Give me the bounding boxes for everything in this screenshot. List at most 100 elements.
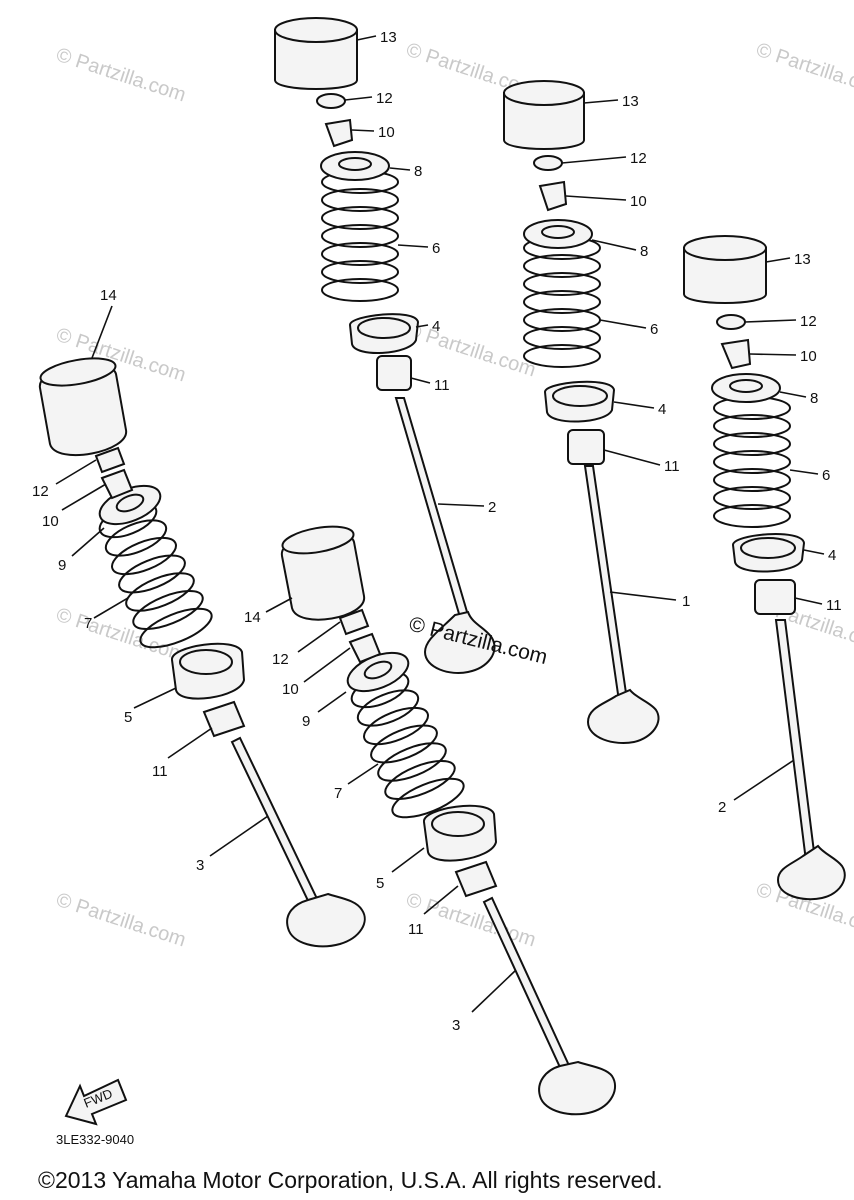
valve-lifter: [274, 29, 358, 90]
callout-12: 12: [376, 90, 393, 107]
callout-11: 11: [826, 597, 842, 614]
valve-lifter: [683, 235, 767, 261]
valve-stem: [230, 736, 322, 911]
watermark: © Partzilla.com: [53, 604, 188, 667]
callout-12: 12: [800, 313, 817, 330]
callout-8: 8: [640, 243, 648, 260]
valve-stem-seal: [567, 429, 605, 465]
valve-head: [423, 610, 496, 674]
callout-10: 10: [282, 681, 299, 698]
callout-10: 10: [800, 348, 817, 365]
valve-shim: [533, 155, 563, 171]
valve-cotter: [720, 338, 752, 370]
valve-stem-seal: [454, 860, 498, 898]
callout-9: 9: [302, 713, 310, 730]
valve-lifter: [503, 92, 585, 150]
valve-cotter: [348, 632, 382, 664]
watermark: © Partzilla.com: [53, 889, 188, 952]
callout-12: 12: [630, 150, 647, 167]
valve-shim: [338, 608, 370, 636]
valve-lifter: [683, 247, 767, 304]
callout-4: 4: [658, 401, 666, 418]
callout-6: 6: [650, 321, 658, 338]
valve-lifter: [503, 80, 585, 106]
callout-1: 1: [682, 593, 690, 610]
callout-6: 6: [432, 240, 440, 257]
spring-retainer: [541, 225, 575, 239]
callout-12: 12: [32, 483, 49, 500]
spring-seat: [357, 317, 411, 339]
callout-2: 2: [488, 499, 496, 516]
copyright-notice: ©2013 Yamaha Motor Corporation, U.S.A. A…: [38, 1167, 663, 1193]
watermark: © Partzilla.com: [753, 39, 854, 102]
valve-cotter: [100, 468, 134, 500]
callout-10: 10: [378, 124, 395, 141]
callout-10: 10: [42, 513, 59, 530]
callout-8: 8: [414, 163, 422, 180]
callout-11: 11: [408, 921, 424, 938]
valve-stem-seal: [202, 700, 246, 738]
valve-lifter: [274, 17, 358, 43]
valve-head: [586, 688, 660, 744]
valve-spring: [350, 671, 465, 819]
spring-retainer: [363, 660, 393, 680]
callout-5: 5: [376, 875, 384, 892]
valve-assembly-top-center: [274, 17, 496, 674]
valve-assembly-left: [38, 357, 366, 948]
forward-direction-arrow: FWD: [64, 1078, 128, 1126]
callout-3: 3: [196, 857, 204, 874]
callout-13: 13: [380, 29, 397, 46]
valve-stem-seal: [754, 579, 796, 615]
callout-4: 4: [828, 547, 836, 564]
callout-13: 13: [622, 93, 639, 110]
spring-seat: [179, 649, 233, 675]
callout-11: 11: [152, 763, 168, 780]
callout-12: 12: [272, 651, 289, 668]
callout-5: 5: [124, 709, 132, 726]
spring-seat: [552, 385, 608, 407]
callout-6: 6: [822, 467, 830, 484]
valve-lifter: [39, 357, 117, 387]
valve-shim: [316, 93, 346, 109]
valve-cotter: [324, 118, 354, 148]
valve-stem: [394, 397, 472, 626]
valve-assembly-center-right: [503, 80, 660, 744]
callout-14: 14: [100, 287, 117, 304]
watermark: © Partzilla.com: [53, 44, 188, 107]
callout-11: 11: [434, 377, 450, 394]
callout-8: 8: [810, 390, 818, 407]
valve-assembly-bottom-center: [280, 525, 617, 1116]
valve-head: [538, 1060, 617, 1116]
valve-cotter: [538, 180, 568, 212]
valve-spring: [713, 396, 791, 528]
callout-10: 10: [630, 193, 647, 210]
valve-spring: [321, 170, 399, 302]
spring-seat: [431, 811, 485, 837]
valve-shim: [94, 446, 126, 474]
watermark: © Partzilla.com: [403, 319, 538, 382]
valve-lifter: [281, 525, 355, 555]
spring-retainer: [338, 157, 372, 171]
leader-lines: [55, 35, 825, 1013]
callout-9: 9: [58, 557, 66, 574]
fwd-arrow-icon: [64, 1078, 128, 1126]
valve-head: [286, 892, 366, 948]
callout-3: 3: [452, 1017, 460, 1034]
callout-13: 13: [794, 251, 811, 268]
valve-stem-seal: [376, 355, 412, 391]
spring-retainer: [115, 493, 145, 513]
spring-seat: [740, 537, 796, 559]
spring-retainer: [729, 379, 763, 393]
valve-shim: [716, 314, 746, 330]
callout-2: 2: [718, 799, 726, 816]
callout-numbers: 13 12 10 8 6 4 11 2 13 12 10 8 6 4 11 1 …: [32, 29, 842, 1034]
callout-7: 7: [334, 785, 342, 802]
callout-7: 7: [84, 615, 92, 632]
valve-spring: [523, 236, 601, 368]
valve-assembly-right: [683, 235, 846, 901]
diagram-code: 3LE332-9040: [56, 1132, 134, 1147]
watermark: © Partzilla.com: [403, 889, 538, 952]
valve-stem: [774, 619, 817, 863]
callout-14: 14: [244, 609, 261, 626]
